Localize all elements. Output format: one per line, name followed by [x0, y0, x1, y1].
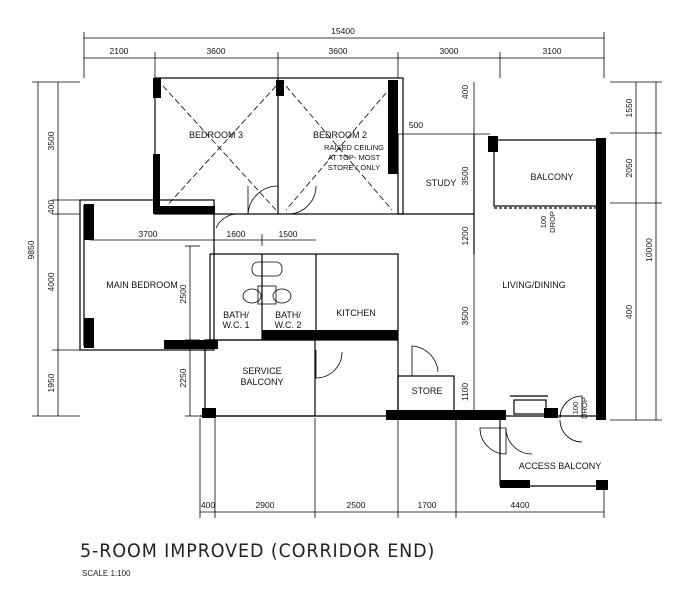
dim-top-4: 3100 [543, 46, 562, 56]
dim-gap-1200: 1200 [460, 226, 470, 245]
dim-left-0: 3500 [46, 131, 56, 150]
balcony-drop-value: 100 [539, 216, 548, 229]
raised-ceiling-note-3: STOREY ONLY [328, 163, 381, 172]
room-main-bedroom: MAIN BEDROOM [106, 280, 178, 290]
dim-top-total: 15400 [331, 26, 355, 36]
dim-bottom-2: 2500 [347, 500, 366, 510]
room-bath-2-line-2: W.C. 2 [274, 320, 301, 330]
balcony-drop-label: DROP [548, 211, 557, 233]
room-study: STUDY [426, 178, 457, 188]
room-bedroom-2: BEDROOM 2 [313, 130, 367, 140]
dim-left-inner-0: 2500 [178, 284, 188, 303]
dim-right-1: 2050 [624, 158, 634, 177]
plan-title: 5-ROOM IMPROVED (CORRIDOR END) [80, 540, 436, 562]
dim-kitchen-3500: 3500 [460, 306, 470, 325]
dim-top-0: 2100 [110, 46, 129, 56]
room-store: STORE [412, 386, 443, 396]
dim-main-bedroom-width: 3700 [139, 229, 158, 239]
dim-bath-width: 1600 [227, 229, 246, 239]
room-labels: BEDROOM 3 BEDROOM 2 RAISED CEILING AT TO… [106, 130, 601, 471]
room-bath-1-line-1: BATH/ [223, 310, 249, 320]
dim-bottom-3: 1700 [418, 500, 437, 510]
raised-ceiling-note-1: RAISED CEILING [324, 143, 384, 152]
raised-ceiling-note-2: AT TOP- MOST [328, 153, 381, 162]
dimension-labels: 15400 2100 3600 3600 3000 3100 9850 3500… [26, 26, 654, 510]
dim-upper-400: 400 [460, 85, 470, 99]
room-living-dining: LIVING/DINING [502, 280, 566, 290]
door-swings [162, 85, 583, 455]
dim-store-1100: 1100 [460, 383, 470, 402]
plan-scale: SCALE 1:100 [82, 569, 131, 578]
dim-top-3: 3000 [440, 46, 459, 56]
dim-top-2: 3600 [329, 46, 348, 56]
dim-right-total: 10000 [644, 238, 654, 262]
dim-right-0: 1550 [624, 98, 634, 117]
dim-left-inner-1: 2250 [178, 368, 188, 387]
dim-bath2-width: 1500 [279, 229, 298, 239]
access-drop-label: DROP [580, 397, 589, 419]
room-service-balcony-line-2: BALCONY [240, 377, 283, 387]
bath-fixtures [242, 261, 292, 305]
thick-walls [84, 78, 608, 490]
dim-left-3: 1950 [46, 373, 56, 392]
dim-left-2: 4000 [46, 272, 56, 291]
room-service-balcony-line-1: SERVICE [242, 366, 281, 376]
dim-study-height: 3500 [460, 166, 470, 185]
room-balcony: BALCONY [530, 172, 573, 182]
dimension-lines [32, 32, 662, 518]
dim-bottom-4: 4400 [511, 500, 530, 510]
dim-bottom-1: 2900 [256, 500, 275, 510]
room-bath-1-line-2: W.C. 1 [222, 320, 249, 330]
room-kitchen: KITCHEN [336, 308, 376, 318]
dim-top-1: 3600 [207, 46, 226, 56]
access-drop-value: 100 [571, 402, 580, 415]
dim-study-wall: 500 [409, 120, 423, 130]
dim-left-1: 400 [46, 200, 56, 214]
dim-right-2: 400 [624, 305, 634, 319]
room-bedroom-3: BEDROOM 3 [189, 130, 243, 140]
room-access-balcony: ACCESS BALCONY [519, 461, 602, 471]
dim-left-total: 9850 [26, 240, 36, 259]
dim-bottom-0: 400 [201, 500, 215, 510]
room-bath-2-line-1: BATH/ [275, 310, 301, 320]
